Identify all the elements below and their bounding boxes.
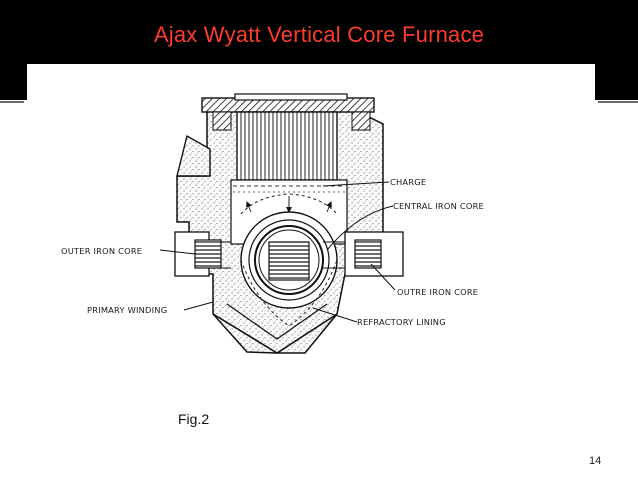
- leader-lines: [159, 181, 396, 323]
- label-primary-winding: PRIMARY WINDING: [87, 305, 167, 315]
- figure-caption: Fig.2: [178, 411, 210, 427]
- header-rule-left: [0, 101, 24, 103]
- label-refractory-lining: REFRACTORY LINING: [357, 317, 446, 327]
- label-outre-iron-core: OUTRE IRON CORE: [397, 287, 478, 297]
- furnace-diagram: CHARGE CENTRAL IRON CORE OUTER IRON CORE…: [61, 93, 484, 354]
- central-core-assembly: [240, 211, 338, 327]
- slide-title: Ajax Wyatt Vertical Core Furnace: [153, 22, 485, 47]
- label-charge: CHARGE: [390, 177, 426, 187]
- label-central-iron-core: CENTRAL IRON CORE: [393, 201, 484, 211]
- label-outer-iron-core: OUTER IRON CORE: [61, 246, 142, 256]
- slide-body: CHARGE CENTRAL IRON CORE OUTER IRON CORE…: [27, 64, 595, 479]
- furnace-lid: [201, 93, 375, 131]
- page-number: 14: [589, 455, 602, 467]
- header-rule-right: [598, 101, 638, 103]
